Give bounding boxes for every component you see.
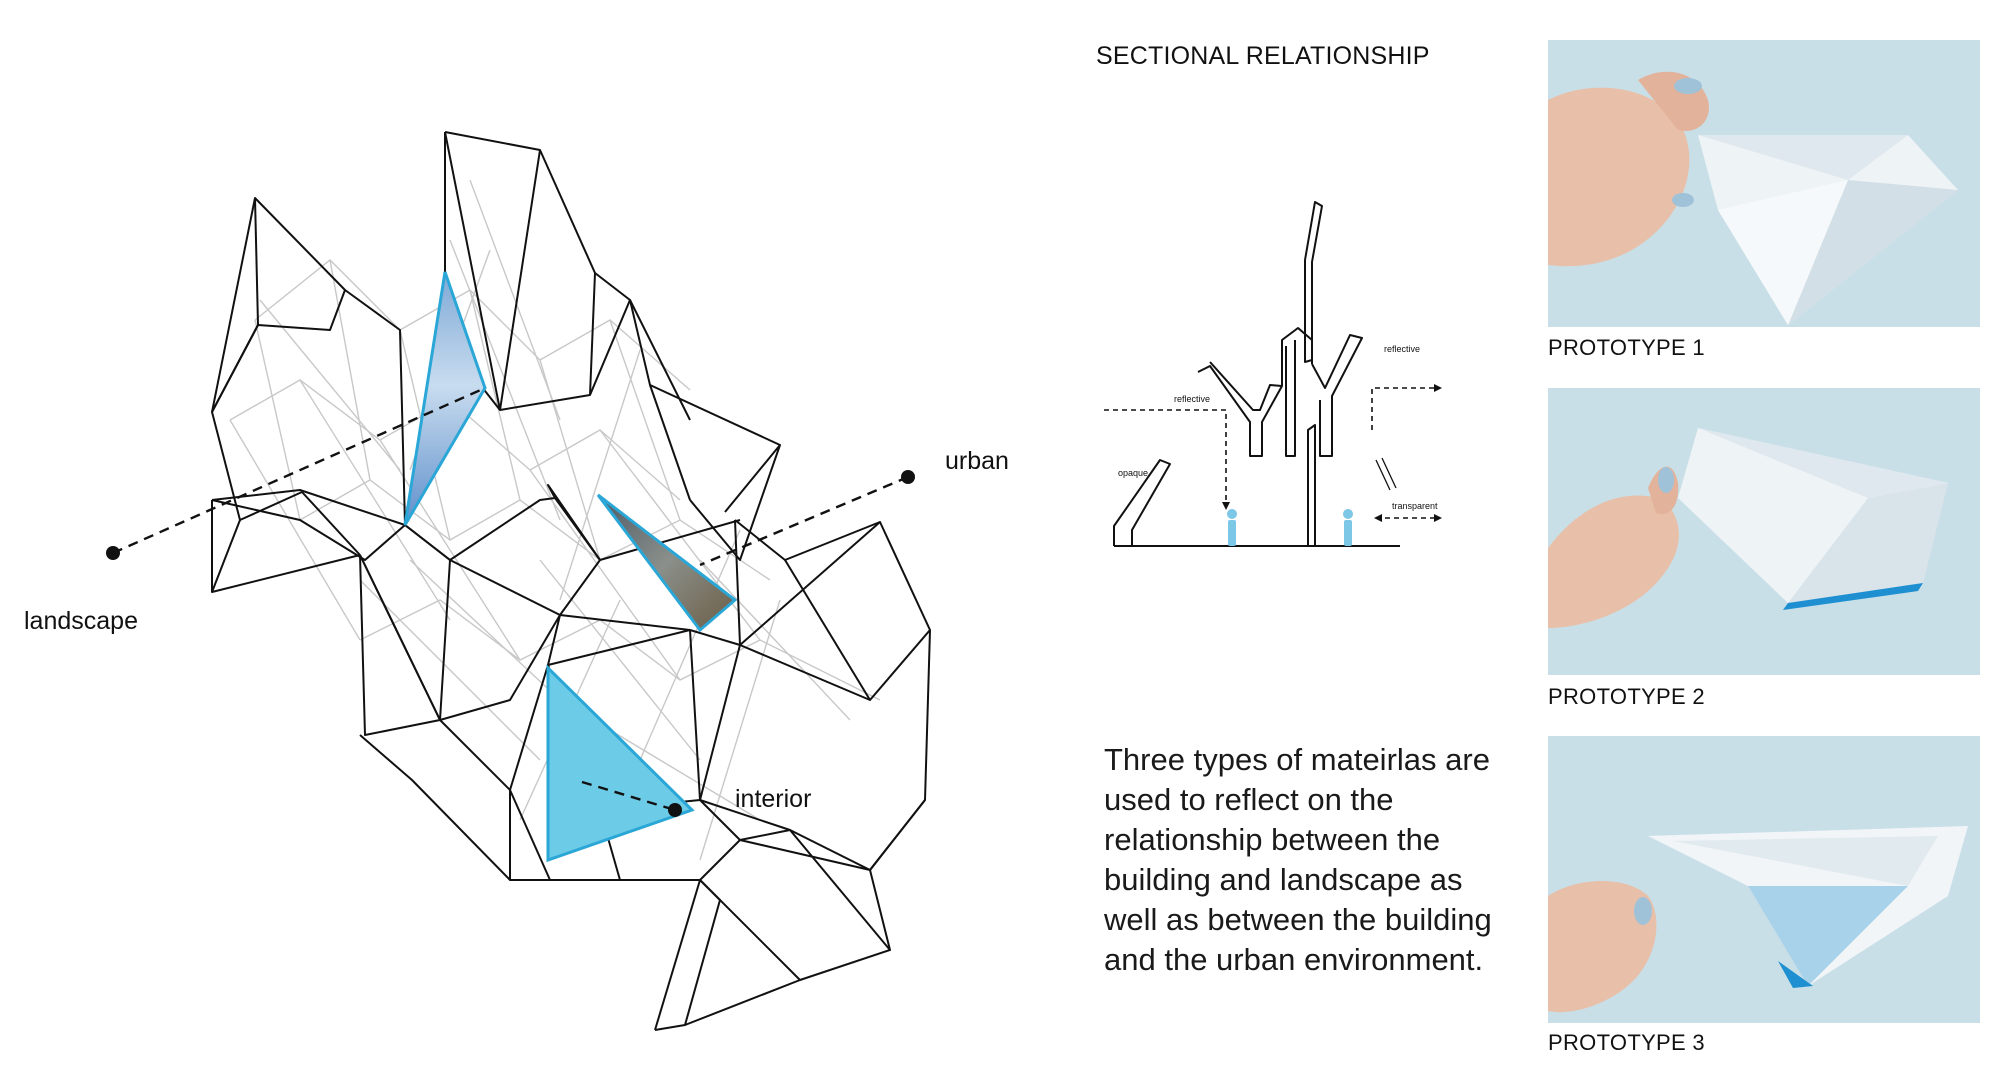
section-title: SECTIONAL RELATIONSHIP (1096, 42, 1430, 70)
annotation-reflective-right: reflective (1384, 344, 1420, 354)
left-reflective-fin (1197, 361, 1283, 457)
sightline-urban (699, 470, 915, 567)
reflective-sky-panel (403, 271, 487, 526)
human-figure-left (1227, 509, 1237, 546)
opaque-wall (1113, 459, 1171, 546)
description-text: Three types of mateirlas are used to ref… (1104, 742, 1492, 977)
urban-label: urban (945, 447, 1009, 475)
annotation-reflective-left: reflective (1174, 394, 1210, 404)
human-figure-right (1343, 509, 1353, 546)
landscape-label: landscape (24, 607, 138, 635)
central-v (1281, 327, 1313, 386)
interior-label: interior (735, 785, 812, 813)
prototype-2-label: PROTOTYPE 2 (1548, 684, 1705, 709)
prototype-3-label: PROTOTYPE 3 (1548, 1030, 1705, 1055)
reflective-right-path (1371, 387, 1440, 430)
central-v-right (1285, 340, 1296, 457)
prototype-1-photo (1548, 40, 1980, 327)
central-column (1307, 424, 1316, 546)
outer-structure-lines (211, 131, 931, 1031)
sightline-landscape (106, 386, 486, 560)
annotation-opaque: opaque (1118, 468, 1148, 478)
sectional-relationship-diagram: reflective reflective opaque transparent (1104, 201, 1442, 547)
tall-spire (1304, 201, 1323, 363)
sightline-interior (581, 780, 682, 817)
right-reflective-fin (1311, 334, 1363, 457)
prototype-3-photo (1548, 736, 1980, 1023)
axonometric-facade-diagram (106, 131, 931, 1031)
reflective-left-path (1104, 409, 1227, 508)
transparent-blue-panel (546, 664, 695, 863)
prototype-1-label: PROTOTYPE 1 (1548, 335, 1705, 360)
annotation-transparent: transparent (1392, 501, 1438, 511)
reflective-city-panel (596, 493, 738, 633)
prototype-2-photo (1548, 388, 1980, 675)
